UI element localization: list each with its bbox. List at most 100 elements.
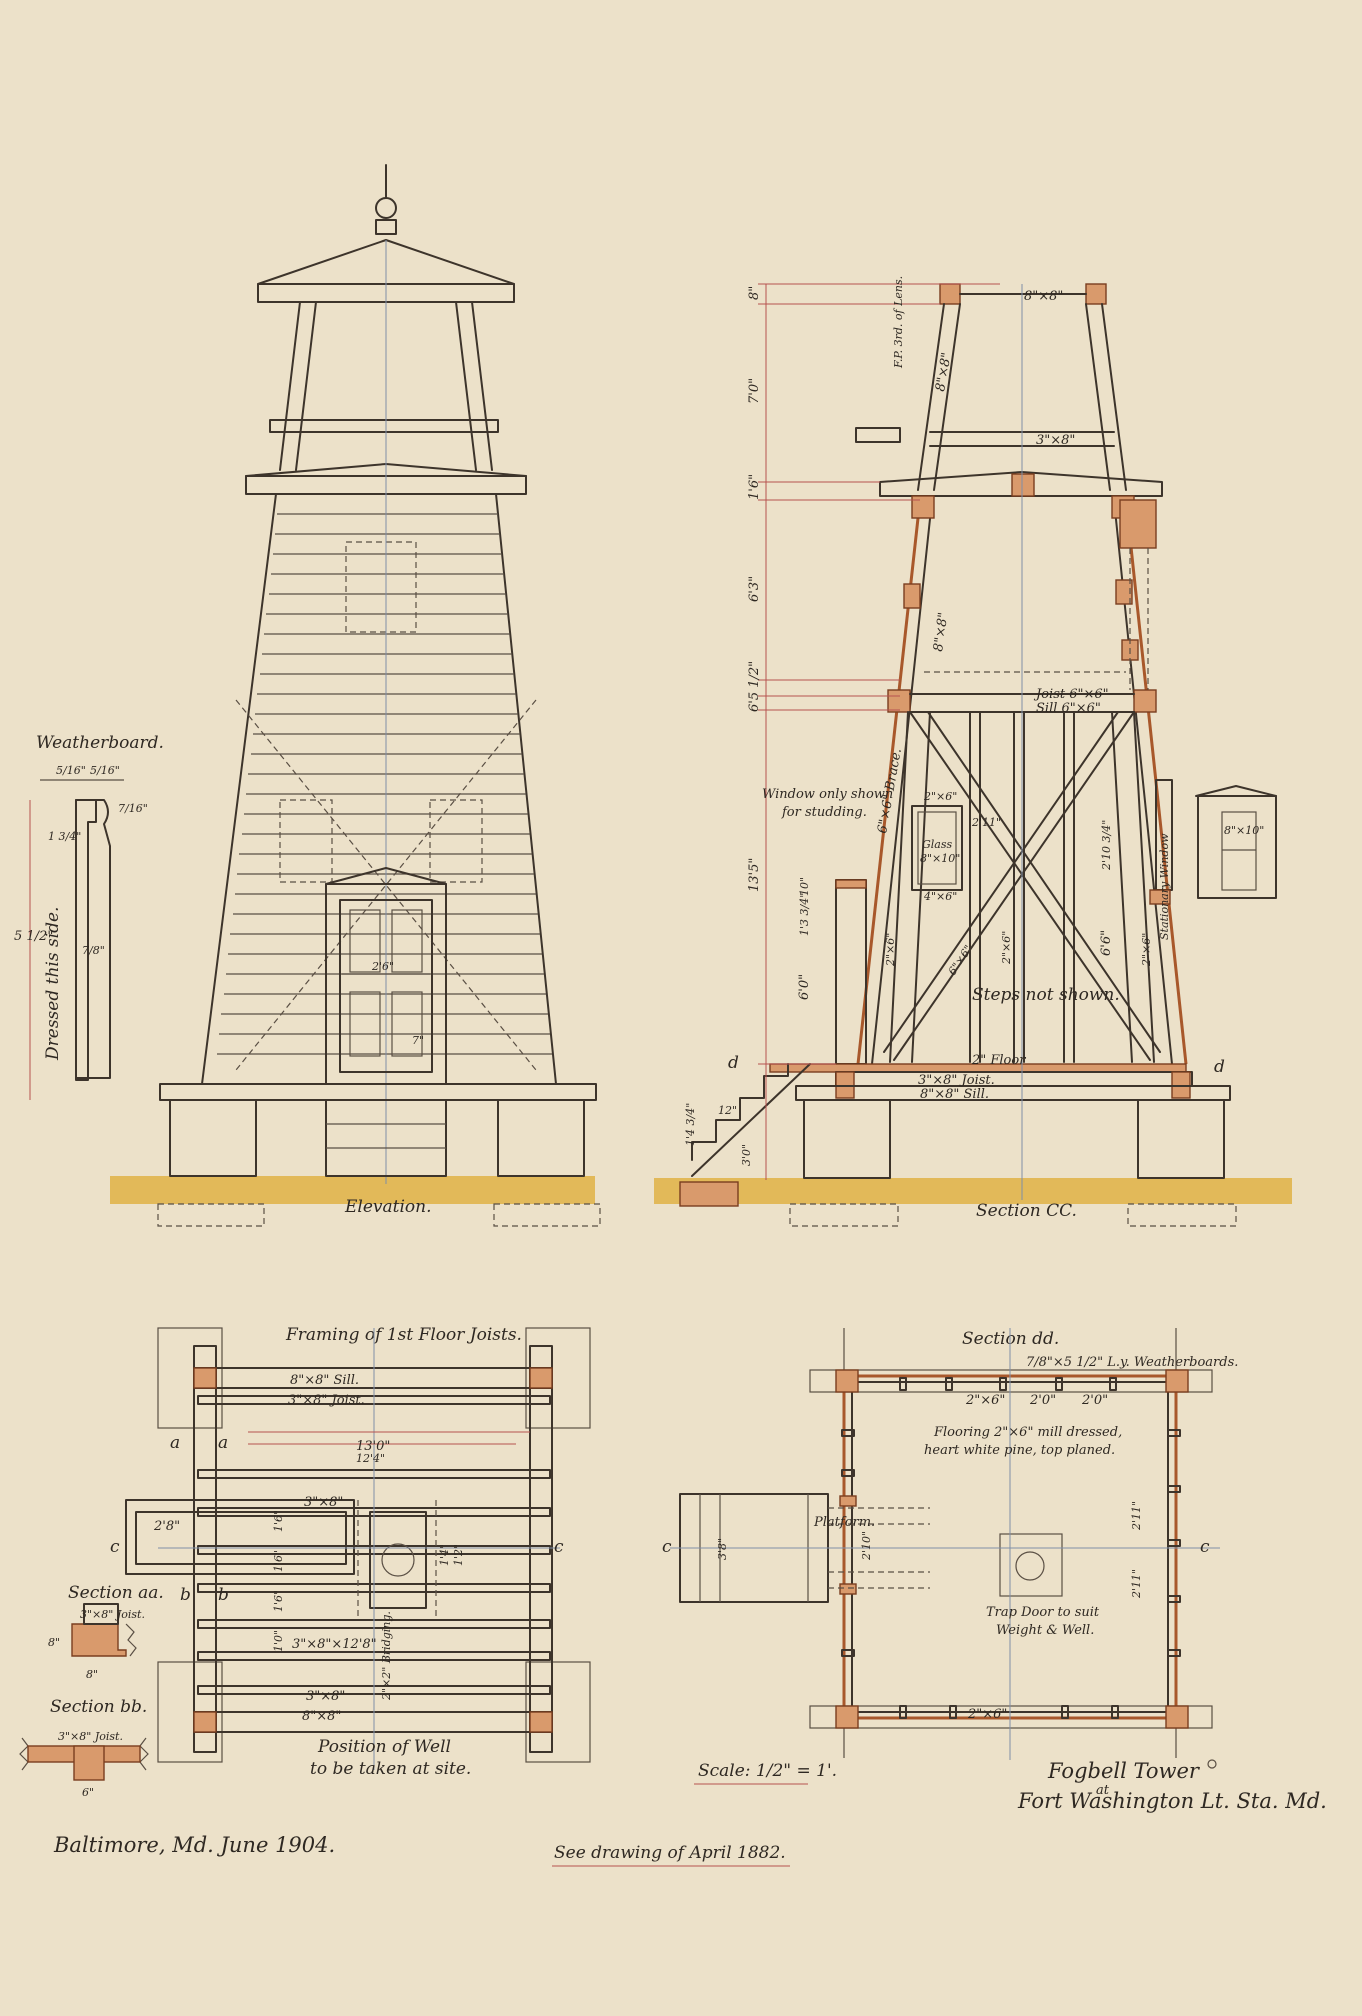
elevation-view: Elevation. 2'6" 7"	[110, 164, 601, 1227]
framing-3812: 3"×8"×12'8"	[292, 1637, 377, 1652]
dim-8: 8"	[747, 286, 762, 300]
stationary-glass-label: 8"×10"	[1224, 824, 1264, 837]
wb-dim-716: 7/16"	[118, 802, 148, 815]
tower-title-2: at	[1096, 1783, 1110, 1798]
flooring-note-1: Flooring 2"×6" mill dressed,	[933, 1425, 1122, 1440]
dd-211a: 2'11"	[1130, 1501, 1143, 1531]
place-date: Baltimore, Md. June 1904.	[53, 1833, 335, 1857]
door-panel	[349, 991, 381, 1057]
dd-well	[1015, 1551, 1045, 1581]
stud-label-a: 2"×6"	[884, 933, 897, 967]
platform-label: Platform.	[813, 1515, 875, 1530]
section-letter-a: a	[218, 1433, 228, 1453]
section-aa-detail: Section aa. 3"×8" Joist. 8" 8"	[48, 1583, 164, 1681]
stud-label-c: 2"×6"	[1140, 933, 1153, 967]
stairs	[691, 1063, 789, 1161]
dim-16: 1'6"	[747, 474, 762, 500]
lens-bracket	[855, 427, 901, 443]
upper-leg-right-inner	[455, 301, 477, 471]
dim-135: 13'5"	[747, 858, 762, 892]
section-letter-c-left: c	[110, 1537, 120, 1557]
section-roof	[879, 471, 1163, 497]
trap-door	[999, 1533, 1063, 1597]
section-bb-joist-label: 3"×8" Joist.	[58, 1730, 123, 1743]
dim-134: 1'3 3/4"	[798, 893, 811, 936]
framing-124: 12'4"	[356, 1452, 385, 1465]
framing-130: 13'0"	[356, 1439, 390, 1454]
section-cc-title: Section CC.	[976, 1201, 1077, 1221]
door-trim-dim: 7"	[412, 1034, 424, 1047]
upper-rail	[269, 419, 499, 433]
studding	[883, 711, 1161, 1063]
weatherboard-profile	[75, 799, 111, 1079]
glass-label: Glass	[922, 838, 953, 851]
finial-base	[375, 219, 397, 235]
section-bb-title: Section bb.	[50, 1697, 147, 1717]
dim-12: 12"	[718, 1104, 737, 1117]
framing-16b: 1'6"	[272, 1550, 285, 1572]
weatherboard-title: Weatherboard.	[36, 733, 164, 753]
framing-plan-view: Framing of 1st Floor Joists.	[110, 1325, 591, 1779]
section-cc-view: 8" 7'0" 1'6" 6'3" 6'5 1/2" 13'5" 10" 1'3…	[654, 276, 1292, 1227]
door-panel	[391, 909, 423, 973]
dd-20a: 2'0"	[1029, 1393, 1056, 1408]
base-sill	[159, 1083, 597, 1101]
section-dd-view: Section dd. 7/8"×5 1/2" L.y. Weatherboar…	[662, 1328, 1238, 1760]
section-letter-a: a	[170, 1433, 180, 1453]
door-panel	[349, 909, 381, 973]
title-block: Scale: 1/2" = 1'. Fogbell Tower at Fort …	[53, 1759, 1327, 1867]
framing-8x8: 8"×8"	[302, 1709, 341, 1724]
framing-sill-right	[529, 1345, 553, 1753]
dd-211b: 2'11"	[1130, 1569, 1143, 1599]
upper-leg-left	[279, 301, 301, 471]
dd-20b: 2'0"	[1081, 1393, 1108, 1408]
well-note-1: Position of Well	[317, 1737, 451, 1757]
scale-note: Scale: 1/2" = 1'.	[698, 1761, 837, 1781]
tower-body	[201, 493, 557, 1085]
upper-post-label: 8"×8"	[931, 611, 951, 652]
window-note-2: for studding.	[781, 805, 867, 820]
weatherboard-detail: Weatherboard. 5/16" 5/16" 7/16" 1 3/4" 7…	[14, 733, 164, 1100]
section-bb-6: 6"	[82, 1786, 94, 1799]
weatherboard-courses	[217, 513, 552, 1055]
wb-dim-516b: 5/16"	[90, 764, 120, 777]
trapdoor-note-2: Weight & Well.	[996, 1623, 1094, 1638]
section-letter-b: b	[218, 1585, 229, 1605]
section-aa-sill	[71, 1623, 127, 1657]
post-label: 8"×8"	[933, 351, 955, 392]
joist-3x8-label: 3"×8" Joist.	[918, 1073, 995, 1088]
floor-joists	[193, 1367, 553, 1733]
dim-211: 2'11"	[971, 816, 1001, 829]
elevation-title: Elevation.	[344, 1197, 432, 1217]
dim-10: 10"	[798, 877, 811, 896]
framing-16c: 1'6"	[272, 1590, 285, 1612]
framing-joist-label: 3"×8" Joist.	[288, 1393, 365, 1408]
door-width-dim: 2'6"	[371, 960, 394, 973]
dd-studs	[841, 1377, 1181, 1719]
section-bb-detail: Section bb. 3"×8" Joist. 6"	[19, 1697, 149, 1799]
dressed-side-note: Dressed this side.	[43, 907, 63, 1061]
finial	[375, 197, 397, 219]
tower-title-3: Fort Washington Lt. Sta. Md.	[1017, 1789, 1327, 1813]
dim-652: 6'5 1/2"	[747, 661, 762, 712]
floor-label: 2" Floor	[971, 1053, 1026, 1068]
hidden-window-upper	[345, 541, 417, 633]
framing-3x8b: 3"×8"	[306, 1689, 345, 1704]
hidden-window-right	[429, 799, 483, 883]
pier-left	[169, 1099, 257, 1177]
section-bb-joist	[73, 1745, 105, 1781]
stationary-window-label: Stationary Window	[1158, 833, 1171, 940]
framing-12: 1'2"	[452, 1544, 465, 1566]
dim-30: 3'0"	[740, 1144, 753, 1166]
window-sill-label: 4"×6"	[923, 890, 957, 903]
joist-label: Joist 6"×6"	[1033, 687, 1109, 702]
door-panel	[391, 991, 423, 1057]
framing-10: 1'0"	[272, 1630, 285, 1652]
window-detail	[1197, 795, 1277, 899]
top-beam-label: 8"×8"	[1024, 289, 1063, 304]
dim-70: 7'0"	[747, 378, 762, 404]
window-head-label: 2"×6"	[923, 790, 957, 803]
dim-66: 6'6"	[1099, 930, 1114, 956]
well	[381, 1543, 415, 1577]
